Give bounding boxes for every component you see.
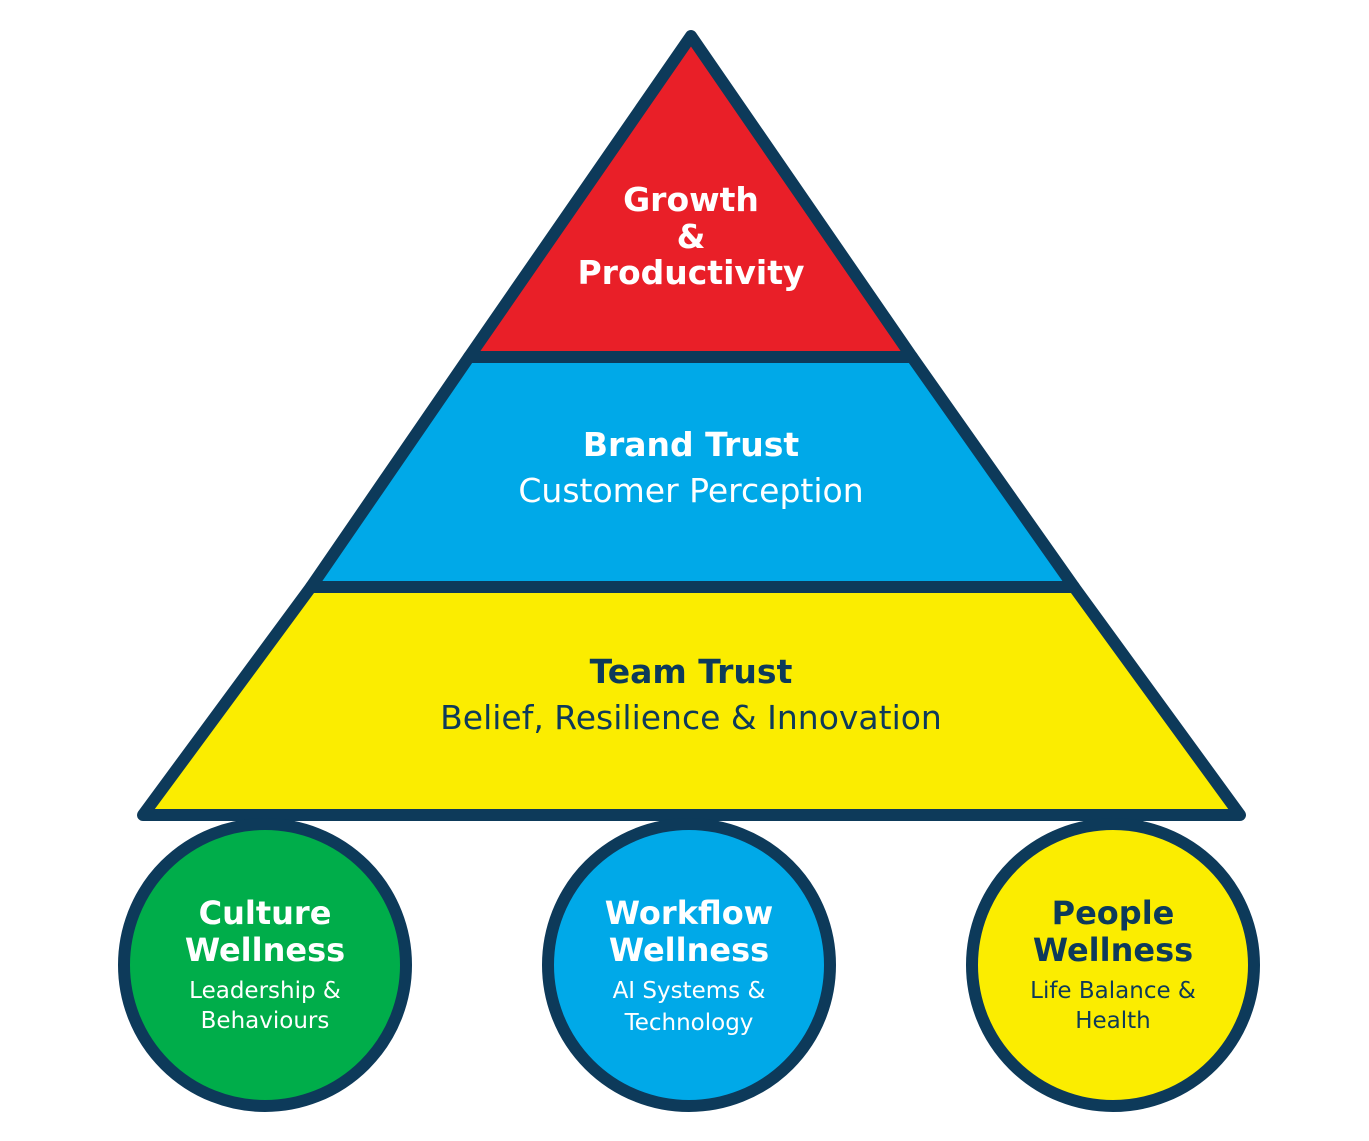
bottom-tier-subtitle: Belief, Resilience & Innovation: [440, 698, 942, 737]
pillar-people-sub-line1: Life Balance &: [1030, 978, 1196, 1004]
pillar-culture-wellness: Culture Wellness Leadership & Behaviours: [118, 818, 412, 1112]
bottom-tier-title: Team Trust: [590, 652, 793, 691]
middle-tier-title: Brand Trust: [583, 425, 800, 464]
pillar-culture-sub-line1: Leadership &: [189, 978, 341, 1004]
pillar-workflow-title-line2: Wellness: [609, 931, 769, 969]
pillar-workflow-wellness: Workflow Wellness AI Systems & Technolog…: [542, 818, 836, 1112]
pillar-workflow-circle: [542, 818, 836, 1112]
pillar-culture-title-line1: Culture: [199, 894, 332, 932]
pillar-culture-sub-line2: Behaviours: [201, 1008, 330, 1034]
pillar-people-wellness: People Wellness Life Balance & Health: [966, 818, 1260, 1112]
middle-tier-subtitle: Customer Perception: [518, 471, 863, 510]
pyramid-bottom-tier: [137, 581, 1246, 821]
pillar-culture-circle: [118, 818, 412, 1112]
pillar-culture-title-line2: Wellness: [185, 931, 345, 969]
top-tier-line1: Growth: [623, 180, 759, 219]
top-tier-line2: &: [677, 217, 706, 256]
pillar-people-title-line2: Wellness: [1033, 931, 1193, 969]
pillar-people-title-line1: People: [1052, 894, 1175, 932]
pillar-workflow-title-line1: Workflow: [605, 894, 773, 932]
pillar-people-sub-line2: Health: [1075, 1008, 1151, 1034]
pillar-people-circle: [966, 818, 1260, 1112]
pillar-workflow-sub-line1: AI Systems &: [613, 978, 766, 1004]
pillar-workflow-sub-line2: Technology: [624, 1010, 754, 1036]
top-tier-line3: Productivity: [577, 253, 804, 292]
